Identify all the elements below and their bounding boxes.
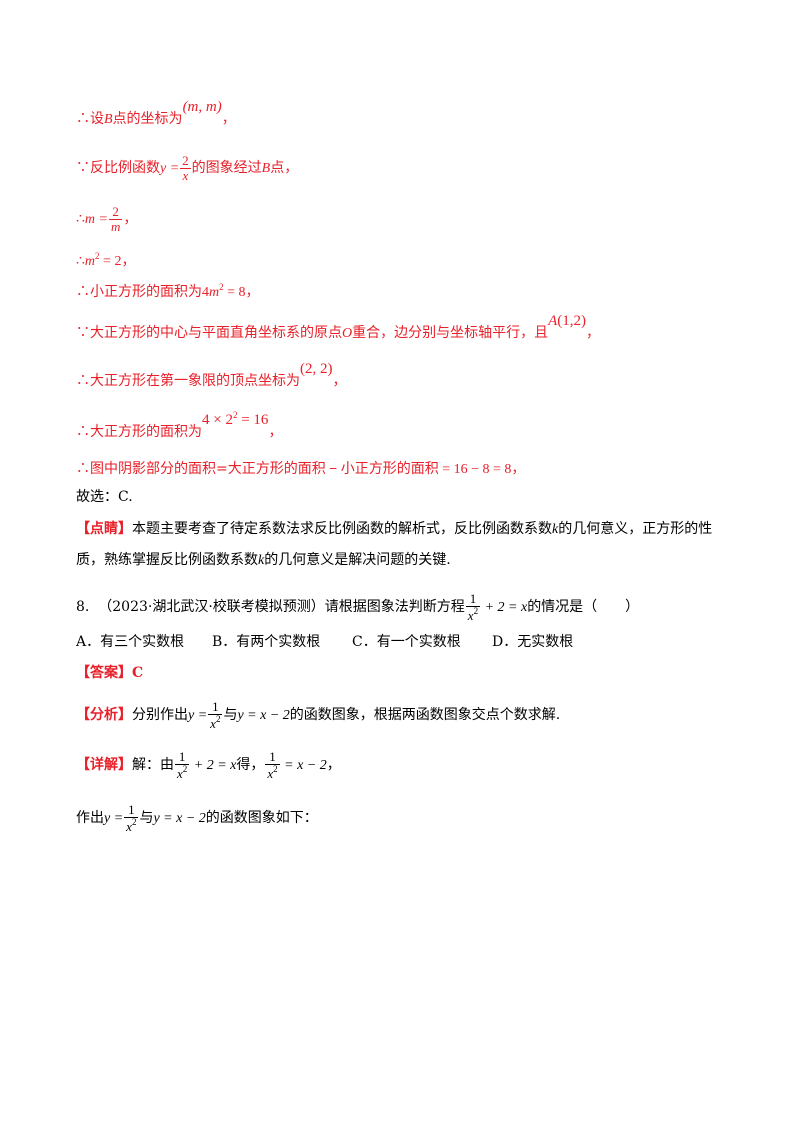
analysis-tag: 【分析】 xyxy=(76,707,132,724)
text: ∴图中阴影部分的面积=大正方形的面积 xyxy=(76,461,326,477)
math-rest: = x − 2 xyxy=(280,758,327,774)
text: ， xyxy=(326,757,341,774)
text: ∴大正方形在第一象限的顶点坐标为 xyxy=(76,373,300,389)
text: 与 xyxy=(139,810,154,827)
text: ， xyxy=(123,211,138,228)
comment-line-2: 质，熟练掌握反比例函数系数k的几何意义是解决问题的关键. xyxy=(76,553,451,568)
math-rest: + 2 = x xyxy=(190,758,237,774)
solution-line-8: ∴大正方形的面积为4 × 22 = 16， xyxy=(76,410,283,440)
math-var: m xyxy=(209,285,220,300)
math-rest: = 16 xyxy=(237,412,269,428)
point-b: B xyxy=(104,112,113,127)
math-coef: 4 xyxy=(202,285,209,300)
option-d[interactable]: D．无实数根 xyxy=(492,634,574,650)
text: ∴ xyxy=(76,211,85,228)
text: 的图象经过 xyxy=(191,160,262,177)
math-expr: 4 × 2 xyxy=(202,412,233,428)
text: ∵大正方形的中心与平面直角坐标系的原点 xyxy=(76,325,342,341)
text: 本题主要考查了待定系数法求反比例函数的解析式，反比例函数系数 xyxy=(132,521,552,537)
text: ∴大正方形的面积为 xyxy=(76,424,202,440)
point-b: B xyxy=(261,161,271,177)
text: ∴ xyxy=(76,253,85,269)
answer-line: 【答案】C xyxy=(76,666,143,680)
solution-line-6: ∵大正方形的中心与平面直角坐标系的原点O重合，边分别与坐标轴平行，且A(1,2)… xyxy=(76,314,601,341)
text: ∵反比例函数 xyxy=(76,160,160,177)
math-rest: + 2 = x xyxy=(481,600,528,616)
math-lhs: m = xyxy=(84,212,108,228)
solution-line-7: ∴大正方形在第一象限的顶点坐标为(2, 2)， xyxy=(76,362,347,389)
question-text: 的情况是（ ） xyxy=(527,599,640,616)
coordinate-expression: (1,2) xyxy=(557,313,587,329)
math-expr: y = x − 2 xyxy=(153,811,206,827)
option-b[interactable]: B．有两个实数根 xyxy=(212,634,321,650)
math-rest: = 16 − 8 = 8 xyxy=(438,462,512,477)
solution-line-1: ∴设B点的坐标为(m, m)， xyxy=(76,100,236,127)
text: 的几何意义是解决问题的关键. xyxy=(264,552,451,568)
text: ∴小正方形的面积为 xyxy=(76,284,202,300)
text: 的函数图象，根据两函数图象交点个数求解. xyxy=(289,707,561,724)
text: ∴设 xyxy=(76,111,104,127)
math-var: k xyxy=(258,553,265,568)
question-number: 8. xyxy=(76,599,90,616)
text: 的几何意义，正方形的性 xyxy=(558,521,713,537)
text: ， xyxy=(511,461,526,477)
text: ， xyxy=(586,325,601,341)
math-expr: y = x − 2 xyxy=(237,708,290,724)
text: 点的坐标为 xyxy=(112,111,183,127)
text: ， xyxy=(221,111,236,127)
math-var: k xyxy=(552,522,559,537)
math-var: m xyxy=(84,254,96,269)
solution-line-4: ∴m2 = 2， xyxy=(76,251,136,269)
math-lhs: y = xyxy=(104,811,124,827)
detail-tag: 【详解】 xyxy=(76,757,132,774)
text: 质，熟练掌握反比例函数系数 xyxy=(76,552,258,568)
solution-line-5: ∴小正方形的面积为4m2 = 8， xyxy=(76,282,260,300)
math-rest: = 8 xyxy=(223,285,246,300)
point-a: A xyxy=(548,313,558,329)
text: 解：由 xyxy=(132,757,174,774)
point-o: O xyxy=(342,326,353,341)
text: ， xyxy=(268,424,283,440)
text: 点， xyxy=(270,160,299,177)
text: 小正方形的面积 xyxy=(340,461,439,477)
text: 分别作出 xyxy=(132,707,188,724)
math-lhs: y = xyxy=(188,708,208,724)
choice-line: 故选：C. xyxy=(76,490,133,504)
text: 得， xyxy=(236,757,265,774)
text: 与 xyxy=(223,707,238,724)
text: 的函数图象如下： xyxy=(205,810,318,827)
coordinate-expression: (2, 2) xyxy=(300,361,333,377)
text: 重合，边分别与坐标轴平行，且 xyxy=(352,325,549,341)
option-c[interactable]: C．有一个实数根 xyxy=(352,634,461,650)
option-a[interactable]: A．有三个实数根 xyxy=(76,634,185,650)
minus-sign: − xyxy=(325,462,341,477)
solution-line-9: ∴图中阴影部分的面积=大正方形的面积 − 小正方形的面积 = 16 − 8 = … xyxy=(76,462,525,477)
text: ， xyxy=(121,253,136,269)
math-lhs: y = xyxy=(160,161,180,177)
comment-tag: 【点睛】 xyxy=(76,521,132,537)
text: ， xyxy=(245,284,260,300)
math-rest: = 2 xyxy=(99,254,122,269)
text: 作出 xyxy=(76,810,104,827)
comment-line-1: 【点睛】本题主要考查了待定系数法求反比例函数的解析式，反比例函数系数k的几何意义… xyxy=(76,522,712,537)
text: ， xyxy=(332,373,347,389)
text: 故选：C. xyxy=(76,489,133,505)
question-text: （2023·湖北武汉·校联考模拟预测）请根据图象法判断方程 xyxy=(98,599,465,616)
answer-value: C xyxy=(132,665,144,681)
answer-tag: 【答案】 xyxy=(76,665,132,681)
coordinate-expression: (m, m) xyxy=(182,99,222,115)
